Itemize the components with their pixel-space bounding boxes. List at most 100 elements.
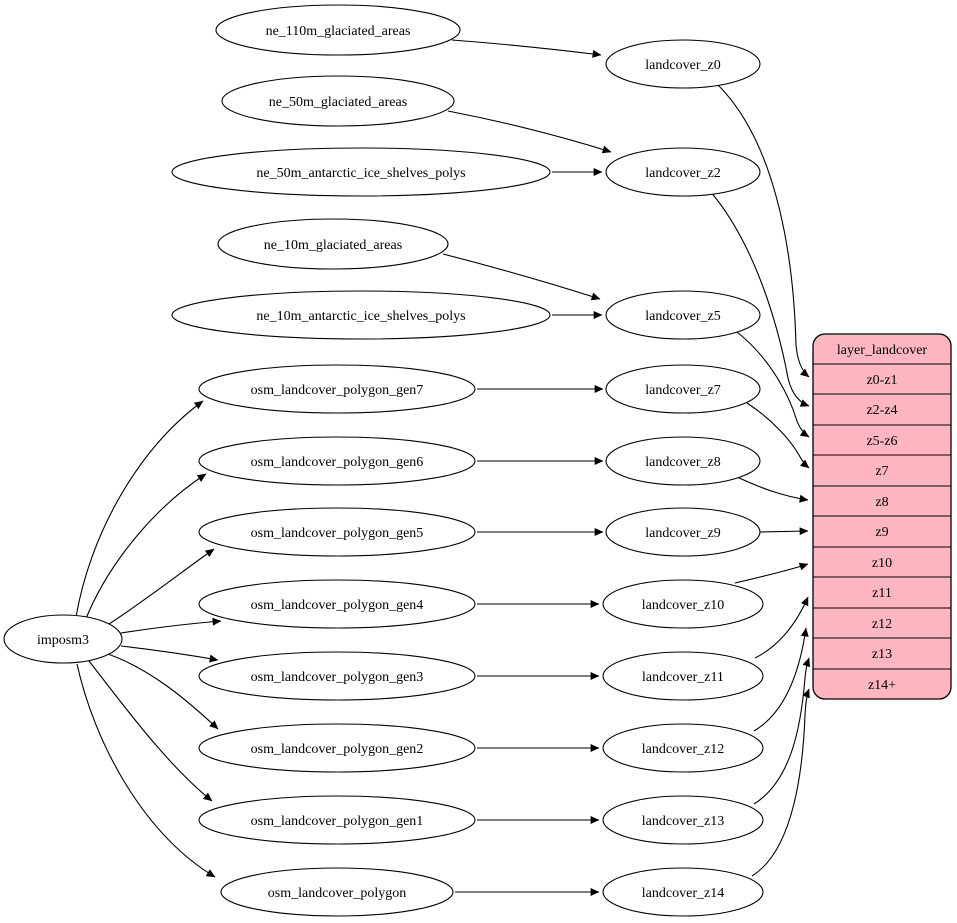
node-osm-landcover-polygon: osm_landcover_polygon — [220, 867, 454, 917]
node-label: landcover_z5 — [645, 309, 720, 324]
layer-table-row-z14plus: z14+ — [868, 678, 896, 693]
edge-z12-to-row-z12 — [753, 627, 809, 732]
node-ellipse — [220, 867, 454, 917]
node-label: landcover_z11 — [642, 670, 724, 685]
node-imposm3: imposm3 — [3, 614, 123, 664]
node-ne-50m-glaciated-areas: ne_50m_glaciated_areas — [221, 75, 455, 127]
node-ellipse — [602, 579, 764, 629]
node-landcover-z11: landcover_z11 — [602, 651, 764, 701]
edge-ne50m-glaciated-to-z2 — [447, 110, 612, 154]
node-label: osm_landcover_polygon — [268, 886, 406, 901]
node-ellipse — [221, 75, 455, 127]
node-label: landcover_z10 — [642, 598, 724, 613]
edge-ne110m-glaciated-to-z0 — [451, 39, 602, 58]
edge-imposm3-to-gen2 — [107, 653, 219, 730]
edge-z7-to-row-z7 — [746, 402, 810, 469]
node-label: landcover_z0 — [645, 58, 720, 73]
node-ellipse — [602, 867, 764, 917]
node-imposm3-ellipse — [3, 614, 123, 664]
node-label: ne_110m_glaciated_areas — [266, 24, 411, 39]
node-landcover-z7: landcover_z7 — [605, 364, 761, 414]
node-ellipse — [198, 723, 476, 773]
node-label: osm_landcover_polygon_gen5 — [251, 526, 424, 541]
node-osm-landcover-polygon-gen5: osm_landcover_polygon_gen5 — [198, 507, 476, 557]
node-ellipse — [215, 4, 461, 56]
layer-table-row-z11: z11 — [872, 586, 892, 601]
node-ellipse — [171, 147, 551, 197]
node-osm-landcover-polygon-gen6: osm_landcover_polygon_gen6 — [198, 436, 476, 486]
layer-table-row-z0-z1: z0-z1 — [866, 373, 897, 388]
node-ellipse — [198, 651, 476, 701]
node-ellipse — [605, 147, 761, 197]
edge-z2-to-row-z2-z4 — [709, 190, 810, 407]
node-landcover-z10: landcover_z10 — [602, 579, 764, 629]
node-ellipse — [602, 651, 764, 701]
node-ellipse — [602, 723, 764, 773]
layer-table-row-z10: z10 — [872, 556, 892, 571]
node-landcover-z14: landcover_z14 — [602, 867, 764, 917]
node-ne-110m-glaciated-areas: ne_110m_glaciated_areas — [215, 4, 461, 56]
node-ellipse — [605, 290, 761, 340]
node-ne-10m-glaciated-areas: ne_10m_glaciated_areas — [217, 218, 449, 270]
node-osm-landcover-polygon-gen2: osm_landcover_polygon_gen2 — [198, 723, 476, 773]
node-ellipse — [198, 795, 476, 845]
layer-table-row-z12: z12 — [872, 617, 892, 632]
node-label: osm_landcover_polygon_gen6 — [251, 455, 424, 470]
edge-imposm3-to-gen4 — [120, 617, 222, 634]
node-label: osm_landcover_polygon_gen7 — [251, 383, 424, 398]
node-landcover-z9: landcover_z9 — [605, 507, 761, 557]
node-landcover-z5: landcover_z5 — [605, 290, 761, 340]
edge-z8-to-row-z8 — [736, 476, 809, 503]
edge-z11-to-row-z11 — [754, 596, 809, 659]
node-label: landcover_z14 — [642, 886, 724, 901]
node-osm-landcover-polygon-gen3: osm_landcover_polygon_gen3 — [198, 651, 476, 701]
edge-z9-to-row-z9 — [759, 527, 809, 536]
node-label: landcover_z9 — [645, 526, 720, 541]
node-landcover-z12: landcover_z12 — [602, 723, 764, 773]
edge-z5-to-row-z5-z6 — [736, 331, 810, 438]
node-label: osm_landcover_polygon_gen1 — [251, 814, 424, 829]
edge-z14-to-row-z14plus — [751, 688, 810, 877]
layer-table-row-z5-z6: z5-z6 — [866, 434, 897, 449]
edge-ne10m-glaciated-to-z5 — [442, 253, 601, 301]
edge-z0-to-row-z0-z1 — [716, 83, 810, 378]
node-label: osm_landcover_polygon_gen4 — [251, 598, 424, 613]
edge-z10-to-row-z10 — [734, 562, 809, 584]
layer-table-header: layer_landcover — [837, 343, 928, 358]
node-label: ne_50m_glaciated_areas — [269, 95, 407, 110]
node-osm-landcover-polygon-gen7: osm_landcover_polygon_gen7 — [198, 364, 476, 414]
edge-imposm3-to-gen1 — [88, 660, 213, 802]
edge-imposm3-to-gen7 — [75, 400, 204, 618]
node-osm-landcover-polygon-gen4: osm_landcover_polygon_gen4 — [198, 579, 476, 629]
node-landcover-z8: landcover_z8 — [605, 436, 761, 486]
layer-table-row-z2-z4: z2-z4 — [866, 403, 897, 418]
layer-table-row-z7: z7 — [875, 464, 888, 479]
node-ellipse — [602, 795, 764, 845]
node-ellipse — [605, 364, 761, 414]
node-landcover-z2: landcover_z2 — [605, 147, 761, 197]
node-label: landcover_z13 — [642, 814, 724, 829]
node-label: landcover_z8 — [645, 455, 720, 470]
node-label: ne_50m_antarctic_ice_shelves_polys — [256, 166, 465, 181]
node-osm-landcover-polygon-gen1: osm_landcover_polygon_gen1 — [198, 795, 476, 845]
node-label: ne_10m_antarctic_ice_shelves_polys — [256, 309, 465, 324]
node-ellipse — [198, 507, 476, 557]
node-label: osm_landcover_polygon_gen2 — [251, 742, 424, 757]
edge-imposm3-to-gen6 — [84, 473, 207, 622]
node-label: landcover_z7 — [645, 383, 720, 398]
node-ellipse — [171, 290, 551, 340]
layer-table-row-z8: z8 — [875, 495, 888, 510]
edge-imposm3-to-gen3 — [120, 645, 219, 663]
node-ne-50m-antarctic-ice-shelves-polys: ne_50m_antarctic_ice_shelves_polys — [171, 147, 551, 197]
layer-table-row-z9: z9 — [875, 525, 888, 540]
layer-table-row-z13: z13 — [872, 647, 892, 662]
edges-layer — [75, 39, 811, 896]
layer-table: layer_landcover z0-z1 z2-z4 z5-z6 z7 z8 … — [812, 333, 952, 700]
edge-imposm3-to-polygon — [76, 663, 216, 878]
node-ellipse — [605, 39, 761, 89]
node-ellipse — [605, 507, 761, 557]
node-ellipse — [198, 579, 476, 629]
node-ellipse — [198, 364, 476, 414]
